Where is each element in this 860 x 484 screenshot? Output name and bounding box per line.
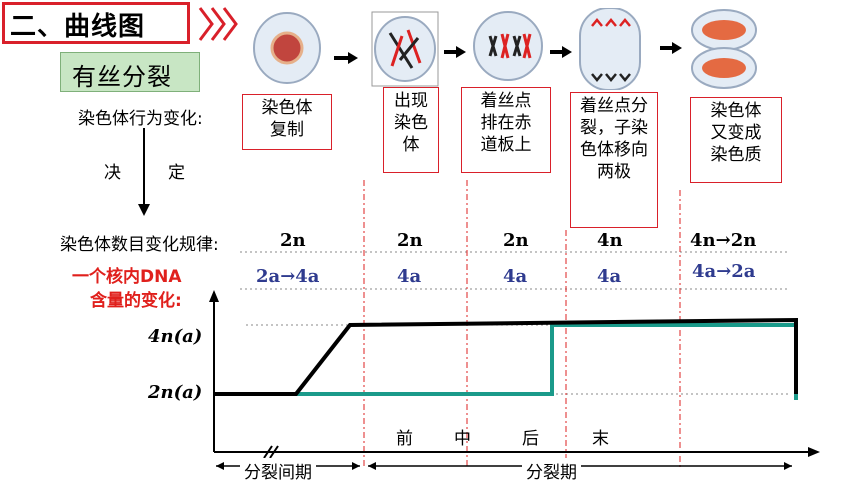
phase-label-metaphase: 中 [454, 429, 471, 449]
arrow-right-icon [334, 52, 358, 64]
stage-label-1: 染色体复制 [261, 98, 313, 140]
stage-label-3: 着丝点排在赤道板上 [480, 91, 532, 155]
chromosome-value-5: 4n→2n [690, 230, 757, 251]
y-label-4n: 4n(a) [148, 326, 203, 347]
stage-label-2: 出现染色体 [394, 91, 428, 155]
division-left-arrow-icon [368, 462, 376, 470]
axis-break-2 [269, 445, 279, 459]
dna-label-line1: 一个核内DNA [72, 267, 182, 287]
dna-value-5: 4a→2a [692, 261, 756, 282]
stage-box-5: 染色体又变成染色质 [690, 97, 782, 183]
interphase-left-arrow-icon [216, 462, 224, 470]
stage-box-3: 着丝点排在赤道板上 [461, 87, 551, 173]
stage-box-2: 出现染色体 [383, 87, 439, 173]
interphase-right-arrow-icon [352, 462, 360, 470]
telophase-cell-icon [691, 9, 757, 89]
phase-label-anaphase: 后 [522, 429, 539, 449]
prophase-cell-icon [371, 11, 439, 87]
chromosome-value-2: 2n [397, 230, 423, 251]
page-title: 二、曲线图 [10, 12, 146, 42]
chromosome-value-3: 2n [503, 230, 529, 251]
stage-box-4: 着丝点分裂，子染色体移向两极 [570, 92, 658, 228]
subtitle: 有丝分裂 [72, 63, 172, 91]
title-box [2, 2, 190, 44]
cell-illustrations [253, 8, 757, 90]
behavior-label: 染色体行为变化: [78, 109, 203, 129]
anaphase-cell-icon [579, 8, 641, 90]
phase-label-telophase: 末 [592, 429, 609, 449]
chromosome-label: 染色体数目变化规律: [60, 235, 219, 255]
division-right-arrow-icon [784, 462, 792, 470]
dna-value-2: 4a [397, 266, 422, 287]
arrow-right-icon [550, 46, 572, 58]
chromosome-value-4: 4n [597, 230, 623, 251]
decide-char-1: 决 [104, 163, 121, 183]
y-axis-arrow-icon [209, 290, 219, 302]
dna-curve [214, 317, 798, 396]
interphase-cell-icon [253, 12, 321, 84]
dna-value-1: 2a→4a [256, 266, 320, 287]
dna-value-3: 4a [503, 266, 528, 287]
metaphase-cell-icon [473, 11, 543, 81]
chevron-arrows-icon [198, 7, 238, 41]
dna-label-line2: 含量的变化: [90, 291, 182, 311]
y-label-2n: 2n(a) [148, 382, 203, 403]
arrow-right-icon [444, 46, 466, 58]
subtitle-box [60, 52, 200, 92]
phase-label-prophase: 前 [396, 429, 413, 449]
x-axis-arrow-icon [808, 447, 820, 457]
down-arrow-icon [138, 128, 150, 216]
chromosome-value-1: 2n [280, 230, 306, 251]
stage-label-5: 染色体又变成染色质 [710, 101, 762, 165]
division-label: 分裂期 [522, 458, 581, 483]
stage-label-4: 着丝点分裂，子染色体移向两极 [580, 96, 648, 182]
interphase-label: 分裂间期 [240, 458, 316, 483]
stage-box-1: 染色体复制 [242, 94, 332, 150]
arrow-right-icon [660, 42, 682, 54]
decide-char-2: 定 [168, 163, 185, 183]
dna-value-4: 4a [597, 266, 622, 287]
axis-break-1 [263, 445, 273, 459]
